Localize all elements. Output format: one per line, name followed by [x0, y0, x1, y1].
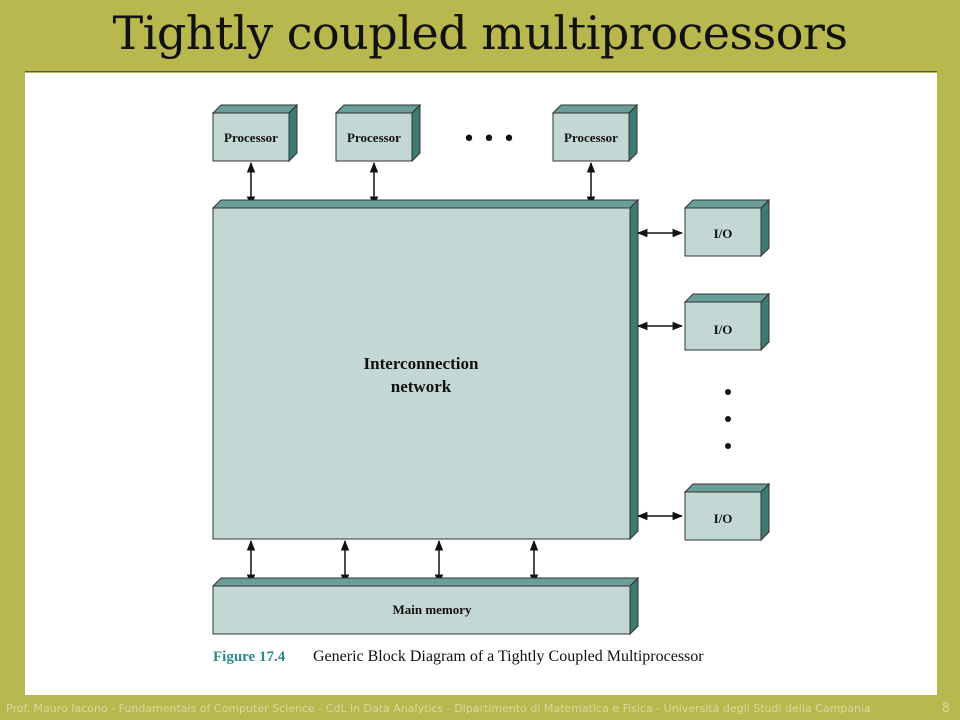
io-label-2: I/O: [714, 322, 733, 337]
interconnection-network-box: Interconnection network: [211, 198, 640, 541]
io-box-2: I/O: [683, 292, 771, 352]
processor-label-2: Processor: [347, 130, 401, 145]
figure-caption-label: Figure 17.4: [213, 649, 286, 665]
main-memory-label: Main memory: [392, 602, 472, 617]
title-divider: [25, 71, 937, 72]
slide-title: Tightly coupled multiprocessors: [112, 6, 848, 60]
figure-caption-text: Generic Block Diagram of a Tightly Coupl…: [313, 648, 704, 665]
processor-ellipsis: • • •: [463, 127, 516, 152]
network-label-line-2: network: [391, 377, 452, 396]
processor-box-2: Processor: [334, 103, 422, 163]
io-label-1: I/O: [714, 226, 733, 241]
processor-label-3: Processor: [564, 130, 618, 145]
processor-label-1: Processor: [224, 130, 278, 145]
io-ellipsis: [725, 389, 731, 449]
processor-box-1: Processor: [211, 103, 299, 163]
page-number: 8: [941, 701, 950, 716]
io-label-3: I/O: [714, 511, 733, 526]
io-box-3: I/O: [683, 482, 771, 542]
io-box-1: I/O: [683, 198, 771, 258]
network-label-line-1: Interconnection: [364, 354, 479, 373]
processor-box-3: Processor: [551, 103, 639, 163]
main-memory-box: Main memory: [211, 576, 640, 636]
slide-footer: Prof. Mauro Iacono - Fundamentals of Com…: [6, 702, 871, 715]
